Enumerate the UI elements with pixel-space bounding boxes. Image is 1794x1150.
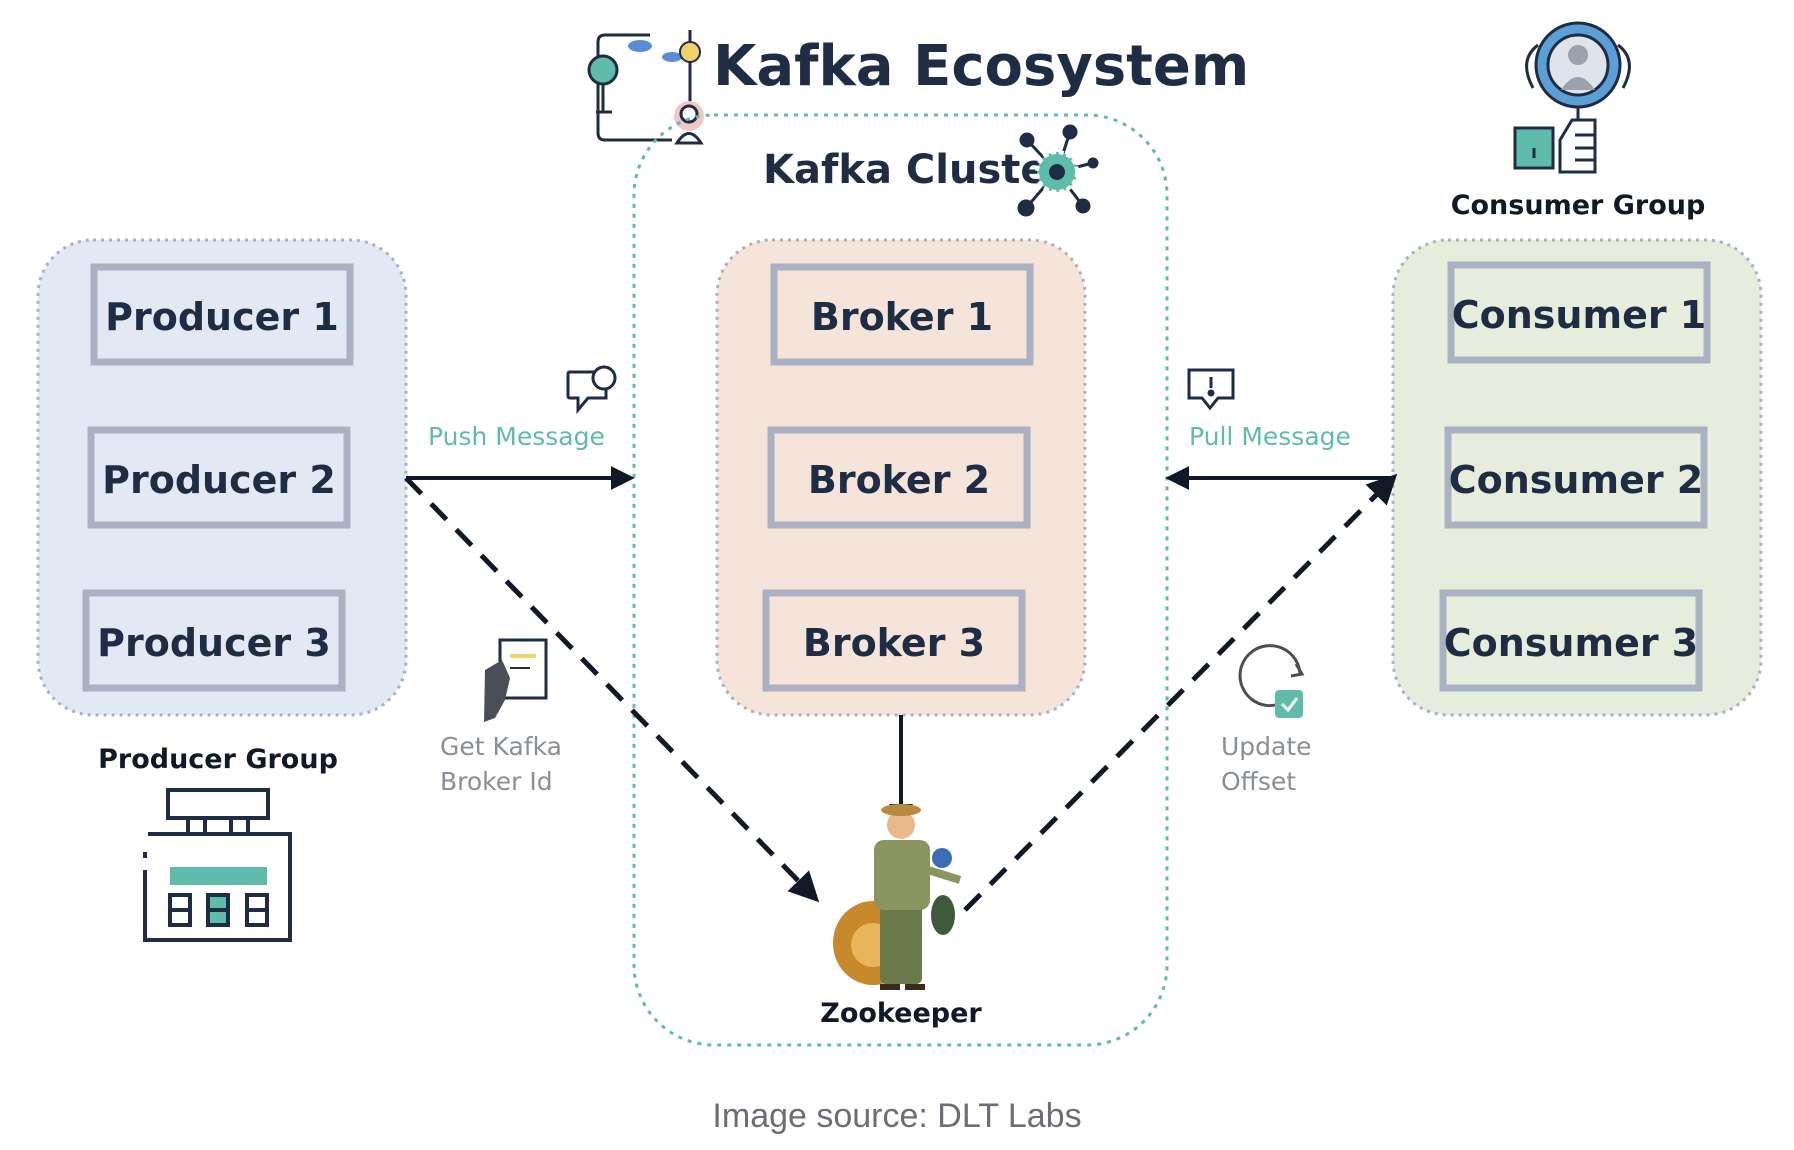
get-broker-label-line2: Broker Id — [440, 767, 553, 796]
push-message-label: Push Message — [428, 422, 605, 451]
broker-label: Broker 1 — [811, 295, 993, 339]
chat-bubble-icon — [566, 365, 617, 415]
alert-bubble-icon — [1187, 368, 1235, 411]
producer-group-label: Producer Group — [98, 744, 338, 775]
network-gear-icon — [1017, 124, 1099, 217]
consumer-box: Consumer 1 — [1447, 261, 1711, 364]
cluster-label: Kafka Cluster — [763, 147, 1068, 193]
producer-box: Producer 2 — [87, 426, 351, 529]
page-title: Kafka Ecosystem — [713, 34, 1249, 99]
landscape-person-icon — [587, 30, 704, 145]
update-offset-label-line1: Update — [1221, 732, 1312, 761]
consumer-box: Consumer 2 — [1444, 426, 1708, 529]
producer-label: Producer 3 — [97, 621, 331, 665]
broker-box: Broker 3 — [762, 589, 1026, 692]
machine-icon — [143, 788, 292, 942]
kafka-cluster-container — [632, 113, 1169, 1047]
pull-message-label: Pull Message — [1189, 422, 1351, 451]
broker-box: Broker 2 — [767, 426, 1031, 529]
zookeeper-illustration-icon — [833, 804, 962, 990]
broker-box: Broker 1 — [770, 263, 1034, 366]
producer-label: Producer 1 — [105, 295, 339, 339]
magnifier-person-icon — [1513, 21, 1631, 174]
broker-label: Broker 3 — [803, 621, 985, 665]
image-source-caption: Image source: DLT Labs — [712, 1097, 1081, 1135]
consumer-group-label: Consumer Group — [1451, 190, 1706, 221]
refresh-check-icon — [1238, 644, 1305, 718]
consumer-box: Consumer 3 — [1439, 589, 1703, 692]
hand-receipt-icon — [484, 638, 548, 722]
update-offset-label-line2: Offset — [1221, 767, 1296, 796]
producer-box: Producer 3 — [82, 589, 346, 692]
producer-box: Producer 1 — [90, 263, 354, 366]
get-broker-arrow — [404, 476, 820, 903]
zookeeper-label: Zookeeper — [820, 998, 982, 1029]
consumer-label: Consumer 1 — [1452, 293, 1707, 337]
consumer-label: Consumer 2 — [1449, 458, 1704, 502]
broker-label: Broker 2 — [808, 458, 990, 502]
producer-label: Producer 2 — [102, 458, 336, 502]
consumer-label: Consumer 3 — [1444, 621, 1699, 665]
update-offset-arrow — [963, 473, 1398, 912]
get-broker-label-line1: Get Kafka — [440, 732, 562, 761]
